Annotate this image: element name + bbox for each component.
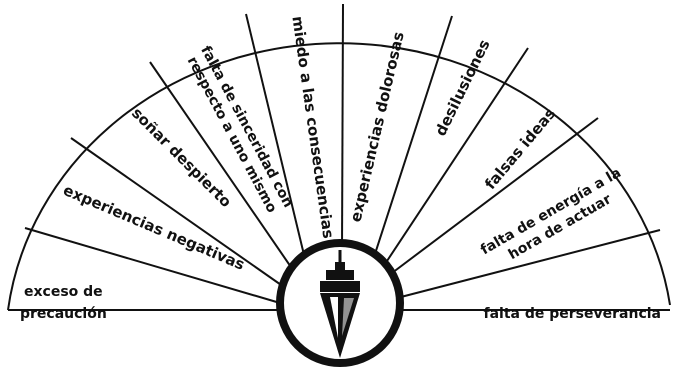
divider-7 xyxy=(384,47,529,265)
label-line: precaución xyxy=(20,306,107,322)
divider-5 xyxy=(341,3,344,251)
label-line: exceso de xyxy=(24,284,103,300)
divider-2 xyxy=(70,137,285,288)
label-line: respecto a uno mismo xyxy=(184,54,280,216)
divider-1 xyxy=(24,227,281,304)
divider-3 xyxy=(149,61,294,271)
divider-9 xyxy=(396,229,661,299)
segment-label-experiencias-dolorosas: experiencias dolorosas xyxy=(346,30,407,224)
segment-label-falsas-ideas: falsas ideas xyxy=(481,105,559,193)
divider-8 xyxy=(391,117,599,274)
center-hub xyxy=(276,239,404,367)
divider-6 xyxy=(373,15,453,258)
divider-4 xyxy=(245,13,306,260)
pendulum-icon xyxy=(320,250,360,358)
segment-label-miedo-a-las-consecuencias: miedo a las consecuencias xyxy=(288,15,337,240)
outer-arc xyxy=(7,42,671,311)
segment-label-exceso-de-precaucion: exceso de precaución xyxy=(20,284,107,322)
segment-label-falta-de-perseverancia: falta de perseverancia xyxy=(484,306,661,322)
